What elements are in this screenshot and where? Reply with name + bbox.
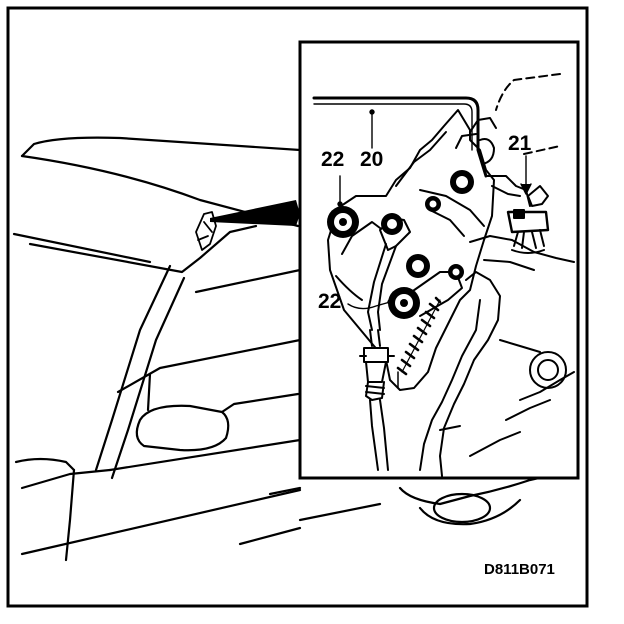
callout-22-lower: 22 xyxy=(318,290,341,313)
callout-22-upper: 22 xyxy=(321,148,344,171)
pivot-bolt-lever xyxy=(381,213,403,235)
callout-20: 20 xyxy=(360,148,383,171)
rivet-left xyxy=(425,196,441,212)
rivet-right xyxy=(448,264,464,280)
pivot-bolt-upper xyxy=(327,206,359,238)
pivot-bolt-top xyxy=(450,170,474,194)
detail-inset-frame xyxy=(298,40,580,480)
callout-leaders xyxy=(337,109,532,310)
latch-mechanism xyxy=(312,73,575,477)
figure-frame xyxy=(6,6,589,608)
latch-locator-small xyxy=(195,211,217,251)
car-body-outline xyxy=(12,136,576,562)
figure-code: D811B071 xyxy=(484,561,555,578)
leader-wedge xyxy=(210,200,300,226)
pivot-bolt-lower xyxy=(388,287,420,319)
pivot-bolt-middle xyxy=(406,254,430,278)
callout-21: 21 xyxy=(508,132,532,155)
